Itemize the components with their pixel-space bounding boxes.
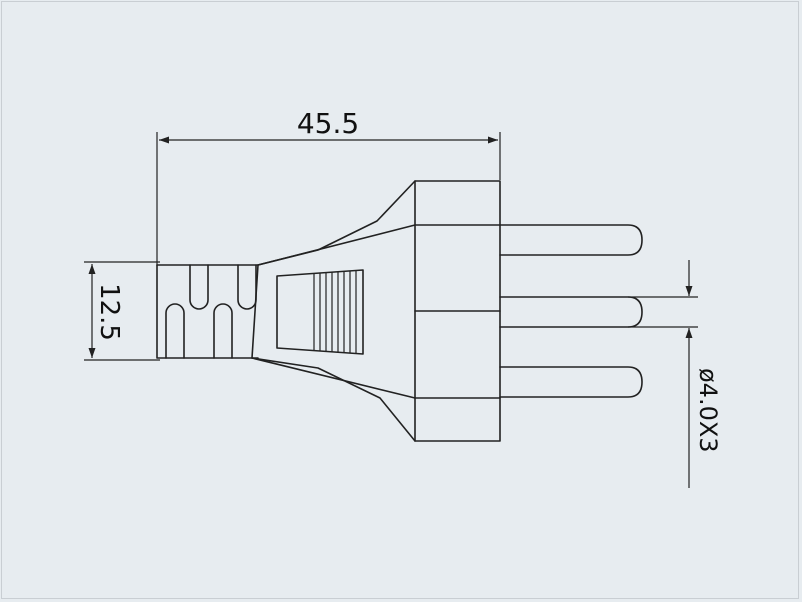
body-rear-edge <box>251 264 259 359</box>
grip-slot-1 <box>189 264 209 310</box>
pins <box>499 224 643 398</box>
pin-bottom <box>499 366 643 398</box>
cable-outline <box>156 264 259 359</box>
pin-diameter-dimension: ø4.0X3 <box>628 260 722 488</box>
cable-grip <box>156 264 259 359</box>
pin-diameter-label: ø4.0X3 <box>694 368 722 453</box>
height-dimension-label: 12.5 <box>94 283 124 341</box>
body-bottom-inner <box>251 357 416 399</box>
grip-slot-3 <box>165 303 185 359</box>
pin-middle <box>499 296 643 328</box>
length-dimension-label: 45.5 <box>297 107 359 140</box>
body-top-inner <box>257 224 416 266</box>
plug-body <box>251 180 416 442</box>
height-dimension: 12.5 <box>84 261 160 361</box>
grip-ribs <box>313 270 357 354</box>
body-top-outer <box>257 180 416 266</box>
plug-head <box>414 180 501 442</box>
pin-top <box>499 224 643 256</box>
length-dimension: 45.5 <box>156 107 501 265</box>
grip-slot-4 <box>213 303 233 359</box>
grip-slot-2 <box>237 264 257 310</box>
grip-panel <box>276 269 364 355</box>
body-bottom-outer <box>251 357 416 442</box>
